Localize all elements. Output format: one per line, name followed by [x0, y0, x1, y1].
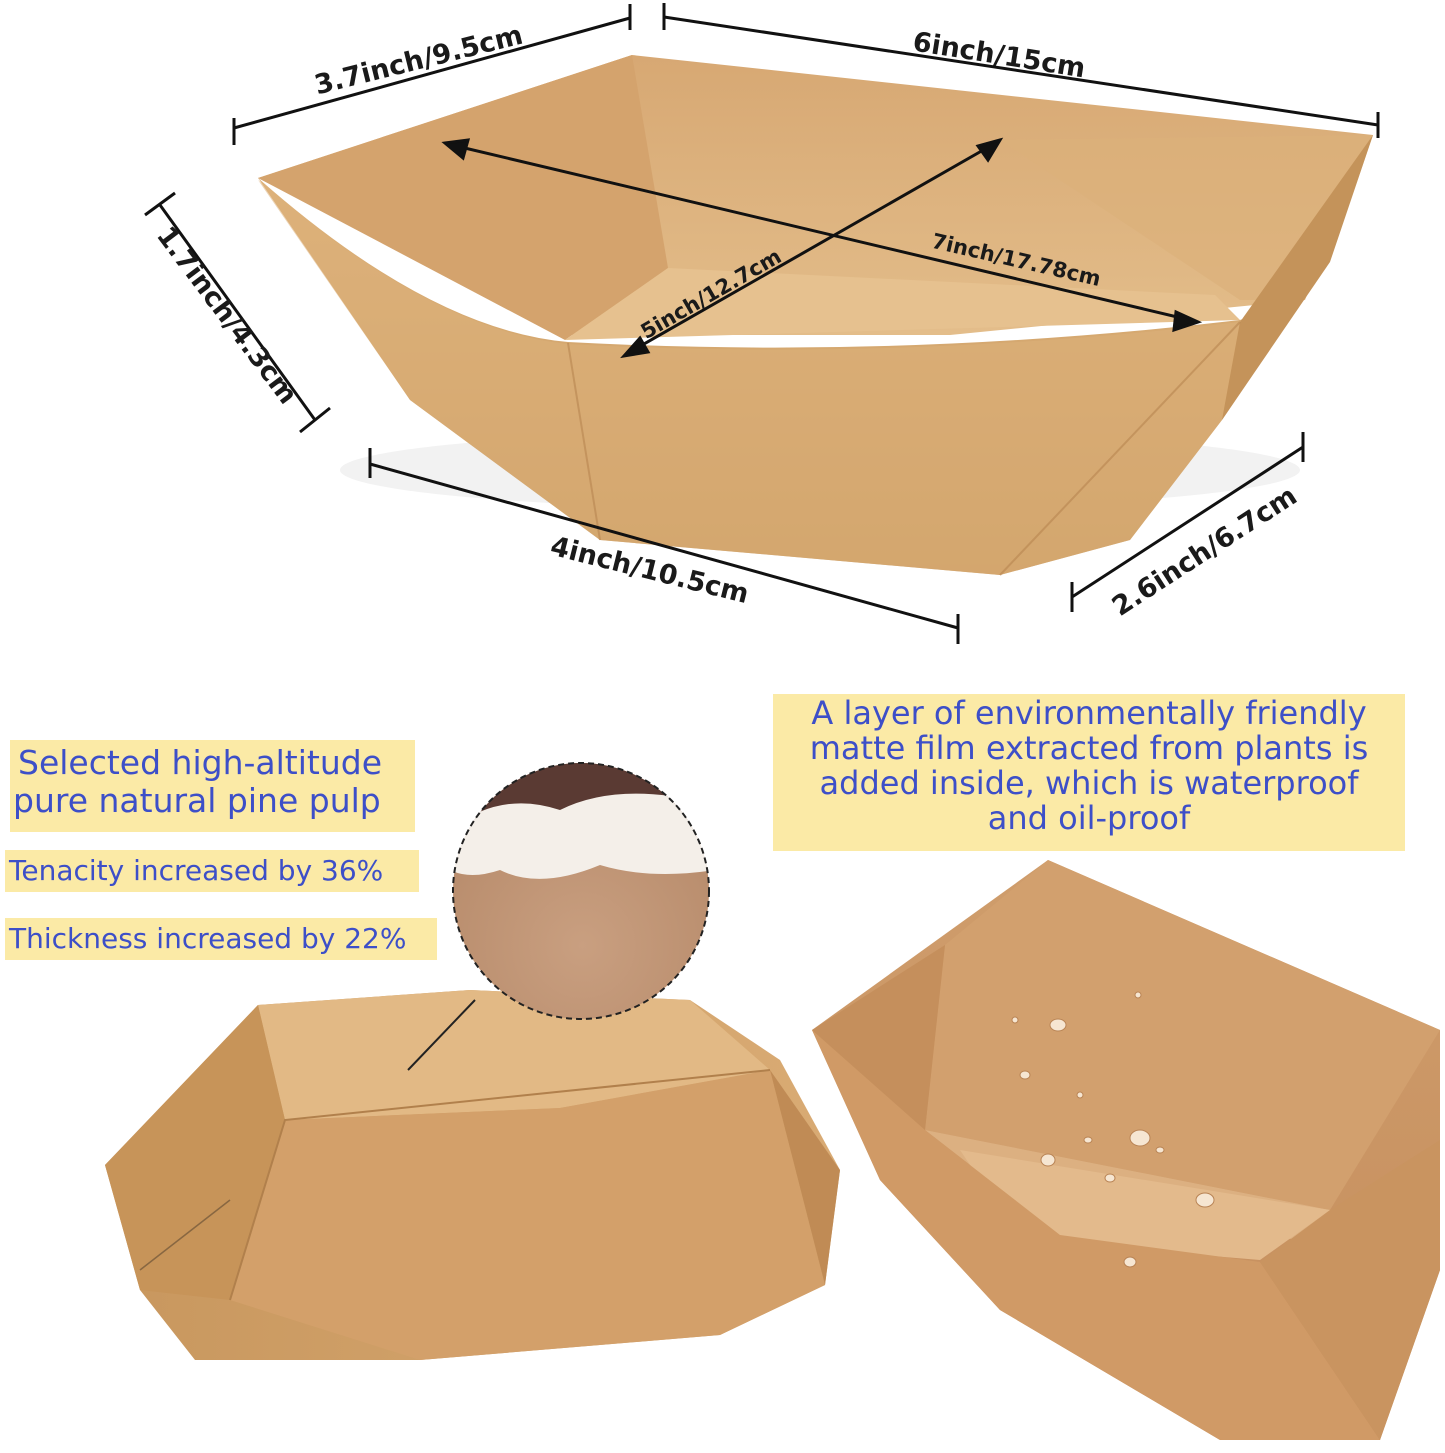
bottom-left-tray — [105, 990, 840, 1360]
pulp-banner: Selected high-altitude pure natural pine… — [10, 740, 415, 832]
diagonal-arrows — [441, 137, 1203, 359]
dimension-lines — [144, 3, 1380, 644]
film-banner: A layer of environmentally friendly matt… — [773, 694, 1405, 851]
film-line-1: A layer of environmentally friendly — [811, 694, 1367, 732]
thickness-banner: Thickness increased by 22% — [5, 918, 437, 960]
film-line-3: added inside, which is waterproof — [819, 764, 1359, 802]
water-droplets — [1011, 991, 1215, 1268]
pulp-line-2: pure natural pine pulp — [13, 781, 381, 820]
film-line-4: and oil-proof — [987, 799, 1191, 837]
pulp-line-1: Selected high-altitude — [18, 743, 382, 782]
film-line-2: matte film extracted from plants is — [809, 729, 1369, 767]
tenacity-banner: Tenacity increased by 36% — [5, 850, 419, 892]
top-tray — [258, 55, 1373, 576]
bottom-right-tray — [812, 860, 1440, 1440]
